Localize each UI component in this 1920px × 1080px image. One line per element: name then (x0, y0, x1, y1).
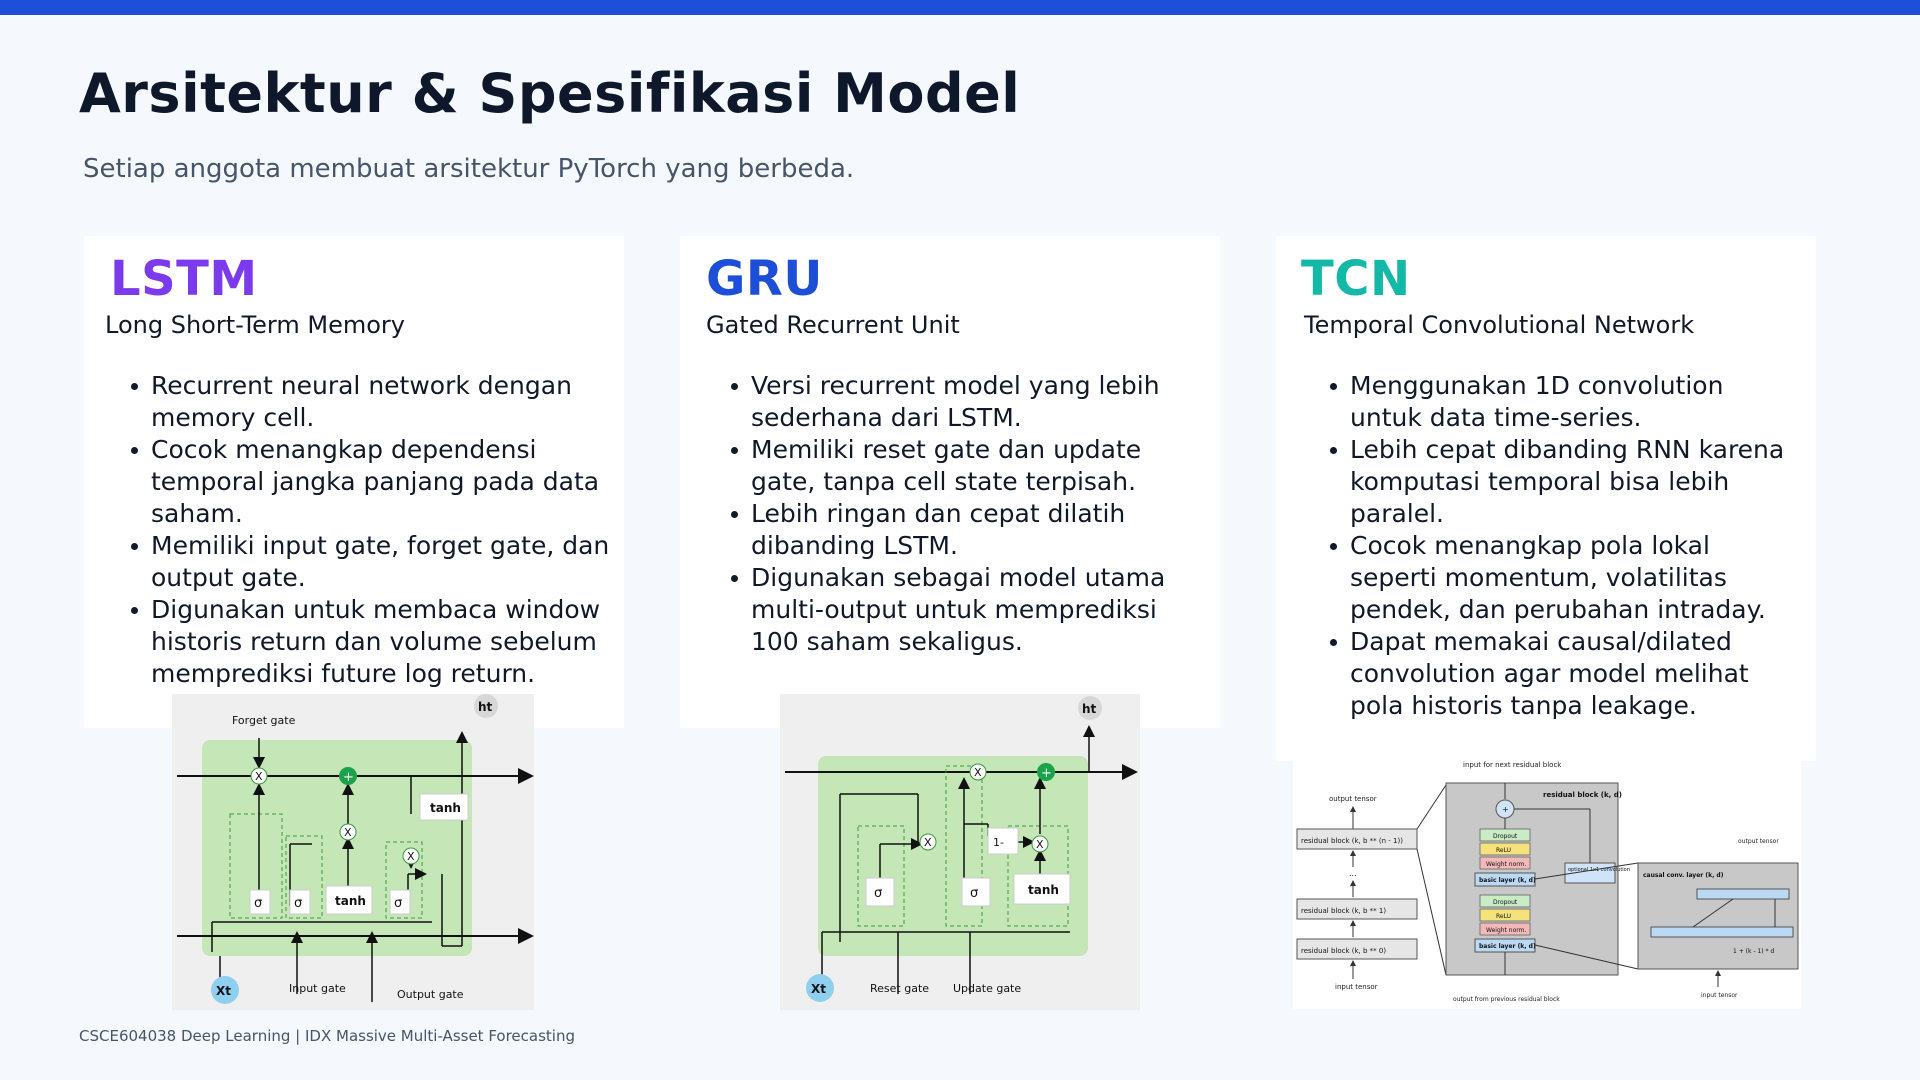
card-title: LSTM (110, 251, 258, 307)
residual-block-title: residual block (k, d) (1543, 791, 1622, 799)
add-node: + (1041, 766, 1052, 781)
footer-text: CSCE604038 Deep Learning | IDX Massive M… (79, 1027, 575, 1045)
residual-block-bot: residual block (k, b ** 0) (1301, 947, 1386, 955)
weight-norm-layer: Weight norm. (1486, 861, 1526, 868)
list-item: Recurrent neural network dengan memory c… (131, 370, 611, 434)
multiply-node: X (1036, 838, 1044, 851)
tanh-node: tanh (430, 801, 461, 815)
causal-conv-label: causal conv. layer (k, d) (1643, 872, 1724, 879)
one-minus-node: 1- (993, 836, 1004, 849)
input-tensor-label: input tensor (1335, 983, 1378, 991)
residual-block-mid: residual block (k, b ** 1) (1301, 907, 1386, 915)
xt-label: Xt (811, 982, 826, 996)
output-prev-label: output from previous residual block (1453, 996, 1560, 1003)
card-subtitle: Gated Recurrent Unit (706, 311, 960, 339)
sigma-gate: σ (294, 896, 302, 911)
tcn-diagram: output tensor residual block (k, b ** (n… (1293, 759, 1801, 1009)
card-tcn: TCN Temporal Convolutional Network Mengg… (1276, 236, 1816, 761)
lstm-diagram-svg: Forget gate X X X + (177, 694, 534, 1004)
sigma-gate: σ (394, 896, 402, 911)
input-gate-label: Input gate (289, 982, 346, 995)
list-item: Cocok menangkap pola lokal seperti momen… (1330, 530, 1790, 626)
bullet-list: Recurrent neural network dengan memory c… (131, 370, 611, 690)
multiply-node: X (344, 826, 352, 839)
list-item: Digunakan sebagai model utama multi-outp… (731, 562, 1201, 658)
residual-block-top: residual block (k, b ** (n - 1)) (1301, 837, 1403, 845)
bullet-list: Versi recurrent model yang lebih sederha… (731, 370, 1201, 658)
input-next-label: input for next residual block (1463, 761, 1562, 769)
gru-diagram: X X X + σ σ 1- tanh ht Xt Reset gate Upd… (780, 694, 1140, 1010)
card-subtitle: Temporal Convolutional Network (1304, 311, 1695, 339)
basic-layer: basic layer (k, d) (1479, 877, 1536, 884)
list-item: Cocok menangkap dependensi temporal jang… (131, 434, 611, 530)
tanh-gate: tanh (335, 894, 366, 908)
forget-gate-label: Forget gate (232, 714, 296, 727)
dropout-layer: Dropout (1493, 899, 1518, 906)
ht-label: ht (1082, 702, 1097, 716)
tanh-gate: tanh (1028, 883, 1059, 897)
ht-label: ht (478, 700, 493, 714)
card-gru: GRU Gated Recurrent Unit Versi recurrent… (680, 236, 1220, 728)
page-subtitle: Setiap anggota membuat arsitektur PyTorc… (83, 154, 855, 184)
list-item: Lebih cepat dibanding RNN karena komputa… (1330, 434, 1790, 530)
output-tensor-label: output tensor (1738, 838, 1779, 845)
weight-norm-layer: Weight norm. (1486, 927, 1526, 934)
reset-gate-label: Reset gate (870, 982, 929, 995)
sigma-gate: σ (874, 886, 882, 901)
basic-layer: basic layer (k, d) (1479, 943, 1536, 950)
list-item: Dapat memakai causal/dilated convolution… (1330, 626, 1790, 722)
card-title: GRU (706, 251, 823, 307)
output-gate-label: Output gate (397, 988, 464, 1001)
card-subtitle: Long Short-Term Memory (105, 311, 405, 339)
multiply-node: X (974, 766, 982, 779)
multiply-node: X (407, 850, 415, 863)
sigma-gate: σ (254, 896, 262, 911)
relu-layer: ReLU (1496, 913, 1511, 920)
lstm-diagram: Forget gate X X X + (172, 694, 534, 1010)
list-item: Versi recurrent model yang lebih sederha… (731, 370, 1201, 434)
list-item: Lebih ringan dan cepat dilatih dibanding… (731, 498, 1201, 562)
list-item: Memiliki input gate, forget gate, dan ou… (131, 531, 610, 592)
top-accent-bar (0, 0, 1920, 15)
tcn-diagram-svg: output tensor residual block (k, b ** (n… (1296, 761, 1799, 1003)
list-item: Memiliki reset gate dan update gate, tan… (731, 434, 1201, 498)
page-title: Arsitektur & Spesifikasi Model (79, 62, 1021, 125)
optional-conv: optional 1x1 convolution (1568, 867, 1630, 873)
multiply-node: X (255, 770, 263, 783)
update-gate-label: Update gate (953, 982, 1021, 995)
cell-background (202, 740, 472, 956)
dots: ... (1349, 869, 1357, 878)
input-tensor-label: input tensor (1701, 992, 1738, 999)
multiply-node: X (924, 836, 932, 849)
list-item: Menggunakan 1D convolution untuk data ti… (1330, 370, 1790, 434)
dropout-layer: Dropout (1493, 833, 1518, 840)
sum-node: + (1502, 805, 1509, 814)
sigma-gate: σ (970, 886, 978, 901)
list-item: Digunakan untuk membaca window historis … (131, 594, 611, 690)
card-title: TCN (1301, 251, 1411, 307)
card-lstm: LSTM Long Short-Term Memory Recurrent ne… (84, 236, 624, 728)
output-tensor-label: output tensor (1329, 795, 1377, 803)
relu-layer: ReLU (1496, 847, 1511, 854)
add-node: + (343, 770, 354, 785)
dilation-formula: 1 + (k - 1) * d (1733, 948, 1774, 955)
xt-label: Xt (216, 984, 231, 998)
bullet-list: Menggunakan 1D convolution untuk data ti… (1330, 370, 1790, 722)
gru-diagram-svg: X X X + σ σ 1- tanh ht Xt Reset gate Upd… (785, 696, 1138, 1002)
